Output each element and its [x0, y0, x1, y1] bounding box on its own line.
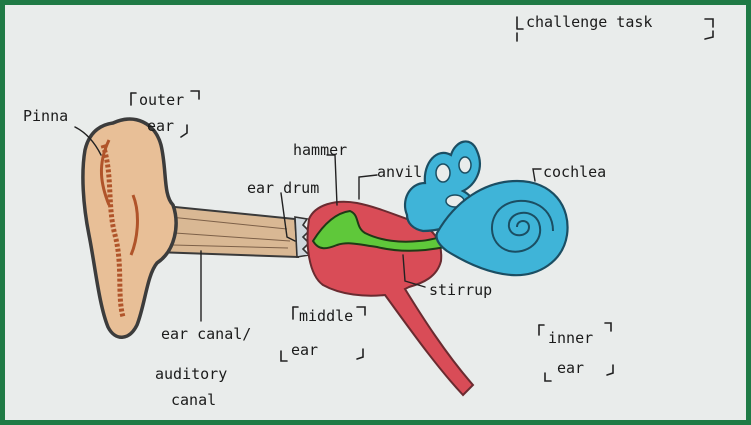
svg-text:middle: middle [299, 307, 353, 325]
label-inner-ear: inner ear [539, 323, 613, 381]
svg-text:canal: canal [171, 391, 216, 409]
svg-text:auditory: auditory [155, 365, 227, 383]
label-anvil: anvil [377, 163, 422, 181]
title-text: challenge task [526, 13, 652, 31]
paper-sheet: challenge task Pinna outer ea [5, 5, 746, 420]
title-group: challenge task [517, 13, 713, 41]
label-cochlea: cochlea [543, 163, 606, 181]
pinna-shape [83, 119, 176, 337]
svg-text:ear: ear [557, 359, 584, 377]
anvil-leader [359, 175, 377, 199]
ear-diagram: challenge task Pinna outer ea [5, 5, 746, 420]
svg-text:ear: ear [291, 341, 318, 359]
hammer-leader [327, 155, 337, 205]
svg-text:outer: outer [139, 91, 184, 109]
cochlea-leader [533, 169, 541, 181]
label-stirrup: stirrup [429, 281, 492, 299]
label-middle-ear: middle ear [281, 307, 365, 361]
svg-text:ear canal/: ear canal/ [161, 325, 251, 343]
label-ear-drum: ear drum [247, 179, 319, 197]
label-hammer: hammer [293, 141, 347, 159]
svg-text:ear: ear [147, 117, 174, 135]
label-pinna: Pinna [23, 107, 68, 125]
svg-text:inner: inner [548, 329, 593, 347]
label-ear-canal: ear canal/ auditory canal [155, 325, 251, 409]
